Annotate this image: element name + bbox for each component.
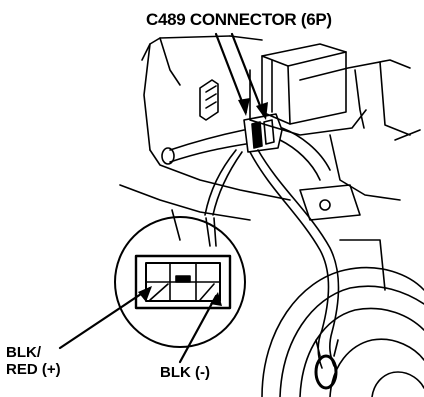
wire-label-arrows — [58, 286, 218, 364]
sensor-plug — [314, 339, 339, 390]
lower-bracket — [299, 184, 386, 291]
blk-red-label-line2: RED (+) — [6, 361, 61, 379]
bracket — [199, 79, 219, 121]
diagram-title: C489 CONNECTOR (6P) — [146, 10, 332, 29]
blk-label: BLK (-) — [160, 364, 210, 381]
connector-face — [134, 254, 232, 310]
title-leader-arrows — [214, 32, 266, 118]
wheel-disc — [261, 266, 424, 397]
wire-harness — [204, 149, 340, 369]
hose — [161, 127, 331, 181]
engine-bay-outline — [119, 35, 421, 241]
blk-red-label: BLK/ RED (+) — [6, 344, 61, 379]
c489-connector — [243, 113, 283, 153]
blk-red-label-line1: BLK/ — [6, 344, 41, 361]
relay-box — [261, 43, 347, 125]
zoom-circle — [114, 216, 246, 348]
arrowheads — [138, 98, 268, 306]
